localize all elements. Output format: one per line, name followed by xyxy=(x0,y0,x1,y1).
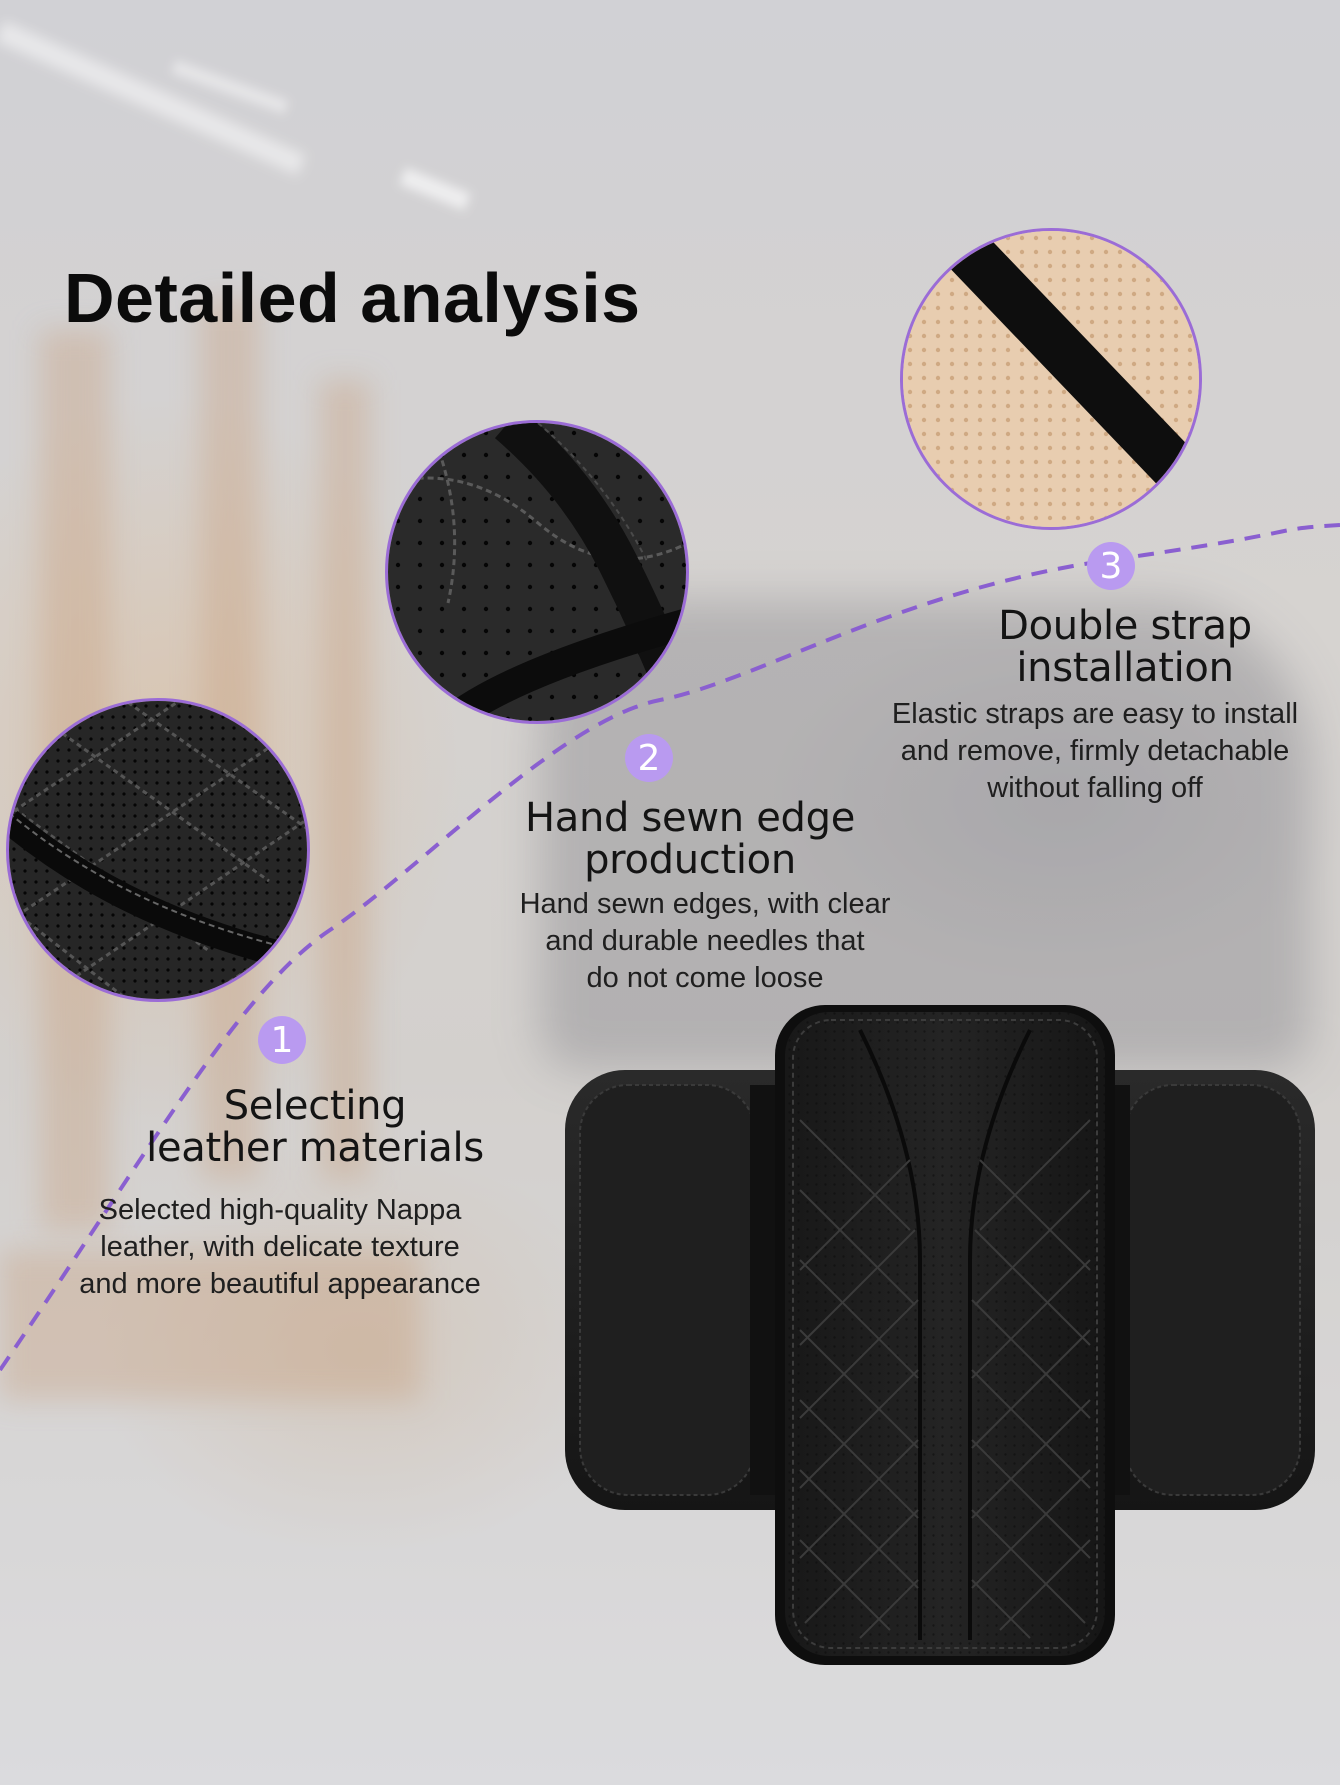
feature-1-heading: Selecting leather materials xyxy=(146,1083,484,1171)
quilted-leather-closeup xyxy=(6,698,310,1002)
step-badge-3: 3 xyxy=(1087,542,1135,590)
feature-1-description: Selected high-quality Nappa leather, wit… xyxy=(79,1194,481,1300)
step-badge-2: 2 xyxy=(625,734,673,782)
feature-3-heading: Double strap installation xyxy=(998,603,1252,691)
feature-2-heading: Hand sewn edge production xyxy=(524,795,856,883)
feature-3-description: Elastic straps are easy to install and r… xyxy=(891,698,1299,804)
elastic-strap-closeup xyxy=(900,228,1202,530)
feature-2-description: Hand sewn edges, with clear and durable … xyxy=(519,888,891,994)
step-badge-1: 1 xyxy=(258,1016,306,1064)
page-title: Detailed analysis xyxy=(64,259,641,337)
armrest-cushion-product-image xyxy=(565,1005,1315,1665)
sewn-edge-closeup xyxy=(385,420,689,724)
